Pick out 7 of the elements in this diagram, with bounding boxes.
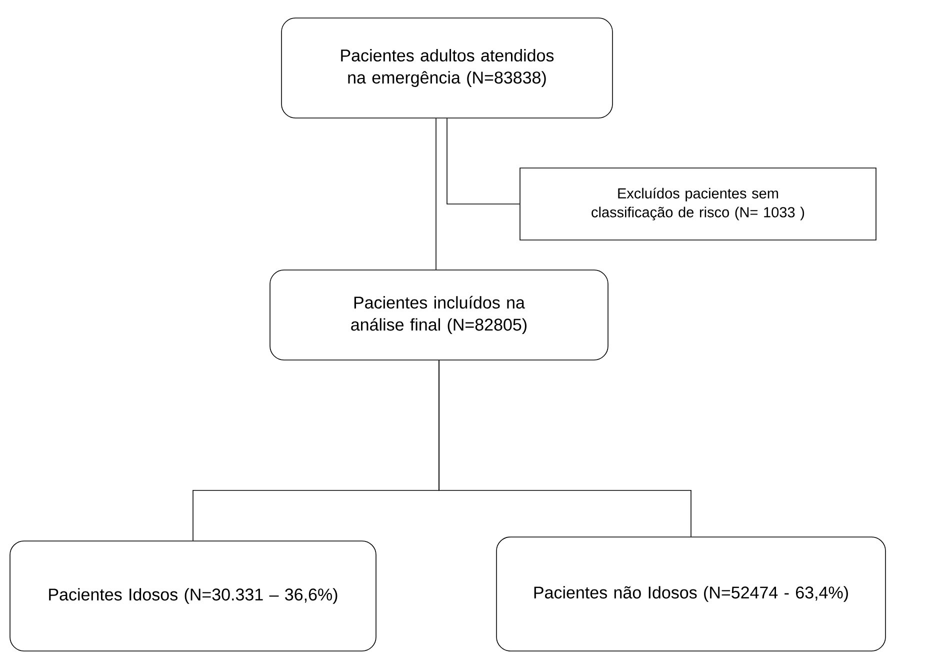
connector-line — [438, 360, 692, 537]
rounded-box: Pacientes adultos atendidos na emergência (N=83838) — [281, 18, 613, 118]
exclusion-box: Excluídos pacientes sem classificação de risco (N= 1033 ) — [520, 168, 876, 240]
rounded-box: Pacientes incluídos na análise final (N=82805) — [270, 270, 608, 360]
rounded-box: Pacientes Idosos (N=30.331 – 36,6%) — [10, 540, 376, 652]
connector-line — [446, 118, 520, 204]
rounded-box: Pacientes não Idosos (N=52474 - 63,4%) — [496, 536, 886, 652]
